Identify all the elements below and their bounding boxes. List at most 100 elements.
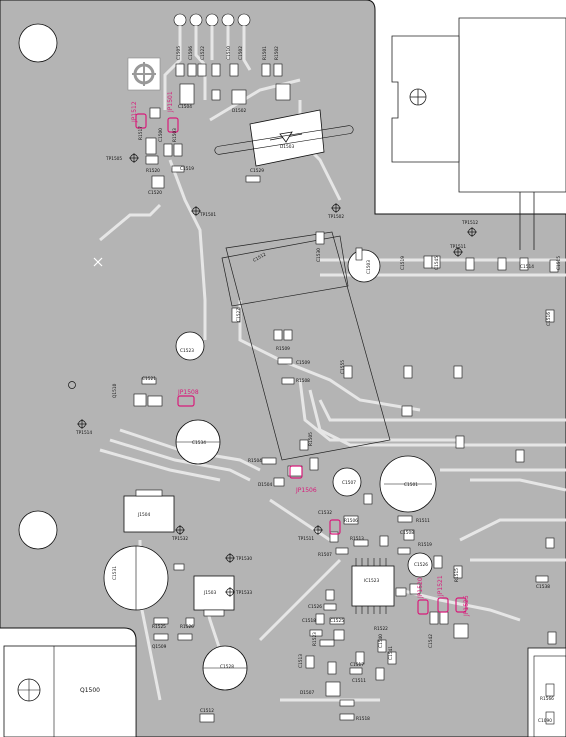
bracket-mount-hole (409, 88, 427, 106)
label-c1545: C1545 (434, 256, 440, 270)
cap-c1501 (379, 455, 437, 513)
jumper-highlights (135, 113, 467, 615)
smd-components (133, 63, 559, 725)
transistor-j1504 (123, 489, 175, 533)
diode-d1503 (214, 109, 354, 167)
label-q1509: Q1509 (152, 644, 167, 650)
label-c1500: C1500 (158, 128, 164, 142)
label-c1542: C1542 (428, 634, 434, 648)
label-tp1530: TP1530 (235, 556, 252, 562)
label-c1531: C1531 (112, 566, 118, 580)
label-tp1514: TP1514 (75, 430, 92, 436)
label-c1507: C1507 (342, 480, 356, 486)
label-c1508: C1508 (400, 530, 414, 536)
label-c1504: C1504 (178, 104, 192, 110)
label-c1509: C1509 (296, 360, 310, 366)
cap-c1529 (175, 331, 205, 361)
label-c1519: C1519 (180, 166, 194, 172)
label-c1522: C1522 (200, 46, 206, 60)
label-c1506: C1506 (188, 46, 194, 60)
label-tp1501: TP1501 (199, 212, 216, 218)
label-c1516: C1516 (546, 312, 552, 326)
logo-mark (127, 57, 161, 91)
label-jp1506: JP1506 (295, 487, 317, 494)
label-r1515: R1515 (454, 568, 460, 582)
label-jp1512: JP1512 (131, 101, 138, 123)
label-tp1505: TP1505 (105, 156, 122, 162)
label-tp1533: TP1533 (235, 590, 252, 596)
label-r1520: R1520 (146, 168, 160, 174)
label-r1507: R1507 (318, 552, 332, 558)
label-c1503: C1503 (366, 260, 372, 274)
label-c1090: C1090 (538, 718, 552, 724)
heatsink-outline (221, 235, 349, 307)
label-c1521: C1521 (142, 376, 156, 382)
transistor-j1503 (193, 575, 235, 617)
label-c1518: C1518 (302, 618, 316, 624)
cap-c1530 (347, 249, 381, 283)
label-jp1501: JP1501 (167, 91, 174, 113)
cap-c1521 (103, 545, 169, 611)
label-r1502: R1502 (274, 46, 280, 60)
label-c1512b: C1512 (200, 708, 214, 714)
mount-hole-top (18, 23, 58, 63)
label-c1517: C1517 (350, 662, 364, 668)
bracket-outline (458, 17, 566, 193)
label-c1540: C1540 (378, 634, 384, 648)
label-j1503: J1503 (203, 590, 216, 596)
label-c1519b: C1519 (400, 256, 406, 270)
label-jp1520: JP1520 (417, 577, 424, 599)
label-c1541: C1541 (388, 646, 394, 660)
label-c1529: C1529 (250, 168, 264, 174)
label-c1502: C1502 (238, 46, 244, 60)
label-c1514: C1514 (520, 264, 534, 270)
cap-c1508 (407, 552, 433, 578)
label-c1527: C1527 (236, 308, 242, 322)
label-c1555: C1555 (340, 360, 346, 374)
ic-ic1523 (351, 558, 395, 614)
label-tp1502: TP1502 (327, 214, 344, 220)
label-jp1521: JP1521 (437, 575, 444, 597)
label-c1538: C1538 (536, 584, 550, 590)
label-jp1525: JP1525 (463, 595, 470, 617)
label-r1511: R1511 (416, 518, 430, 524)
label-d1507: D1507 (300, 690, 315, 696)
label-r1509: R1509 (276, 346, 290, 352)
label-ic1523: IC1523 (364, 578, 379, 584)
label-c1520: C1520 (148, 190, 162, 196)
label-j1504: J1504 (137, 512, 150, 518)
label-r1519: R1519 (418, 542, 432, 548)
cap-c1528 (202, 645, 248, 691)
label-r1513: R1513 (350, 536, 364, 542)
test-points (68, 153, 477, 597)
label-r1526: R1526 (180, 624, 194, 630)
label-c1528: C1528 (220, 664, 234, 670)
label-r1517: R1517 (138, 126, 144, 140)
cap-c1509 (332, 467, 362, 497)
label-r1525: R1525 (152, 624, 166, 630)
mount-hole-left (18, 510, 58, 550)
label-c1530: C1530 (316, 248, 322, 262)
label-c1501b: C1501 (404, 482, 418, 488)
label-r1523: R1523 (312, 632, 318, 646)
label-tp1511: TP1511 (449, 244, 466, 250)
label-r1506: R1506 (344, 518, 358, 524)
module-q1500 (3, 645, 137, 737)
component-labels: C1505 C1506 C1522 C1510 C1502 R1501 R150… (75, 46, 562, 724)
label-c1532: C1532 (318, 510, 332, 516)
rotated-component-outline (225, 231, 391, 461)
label-c1510: C1510 (226, 46, 232, 60)
label-tp1512: TP1512 (461, 220, 478, 226)
label-c1534: C1534 (192, 440, 206, 446)
label-q1500: Q1500 (80, 687, 100, 694)
label-c1505: C1505 (176, 46, 182, 60)
label-q1510: Q1510 (112, 383, 118, 398)
label-c1511: C1511 (352, 678, 366, 684)
label-d1504: D1504 (258, 482, 273, 488)
label-jp1508: JP1508 (177, 389, 199, 396)
traces (99, 26, 566, 702)
label-tp1532: TP1532 (171, 536, 188, 542)
x-mark (93, 257, 103, 267)
